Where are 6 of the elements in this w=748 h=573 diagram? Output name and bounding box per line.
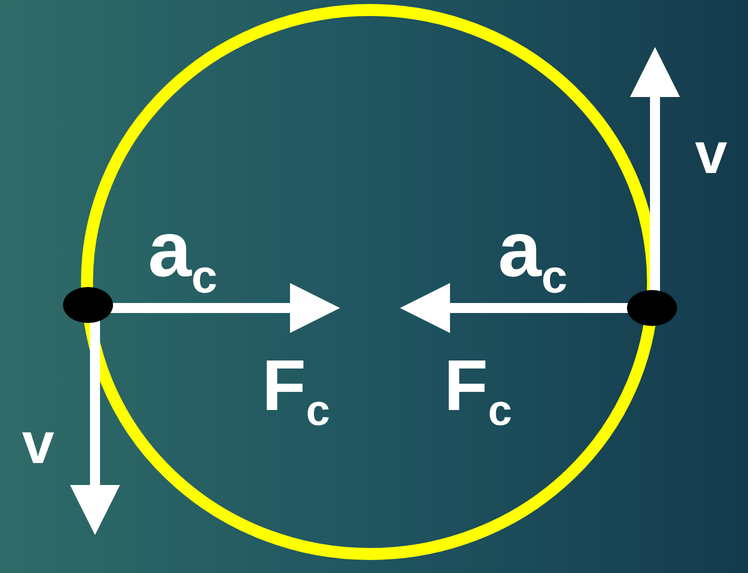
- vector-label: a$_{c}$: [148, 210, 218, 300]
- vector-label: v: [695, 125, 728, 183]
- vector-label: F$_{c}$: [444, 350, 512, 434]
- vector-label: a$_{c}$: [498, 210, 568, 300]
- vector-label: v: [22, 415, 54, 473]
- vector-label: F$_{c}$: [262, 350, 330, 434]
